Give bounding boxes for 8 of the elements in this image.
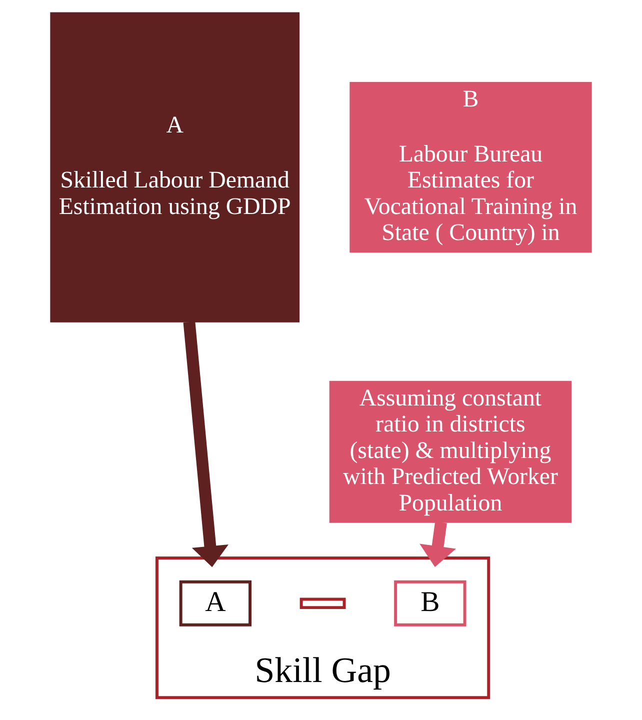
arrow — [420, 522, 456, 568]
node-box: A Skilled Labour Demand Estimation using GDDP — [50, 12, 300, 322]
arrow — [183, 321, 228, 568]
node-box: B — [394, 580, 466, 626]
node-box: A — [179, 580, 252, 626]
node-box: B Labour Bureau Estimates for Vocational Training in State ( Country) in — [350, 82, 592, 253]
node-box: Assuming constant ratio in districts (state) & multiplying with Predicted Worker Population — [329, 380, 572, 523]
node-bar — [300, 598, 346, 610]
